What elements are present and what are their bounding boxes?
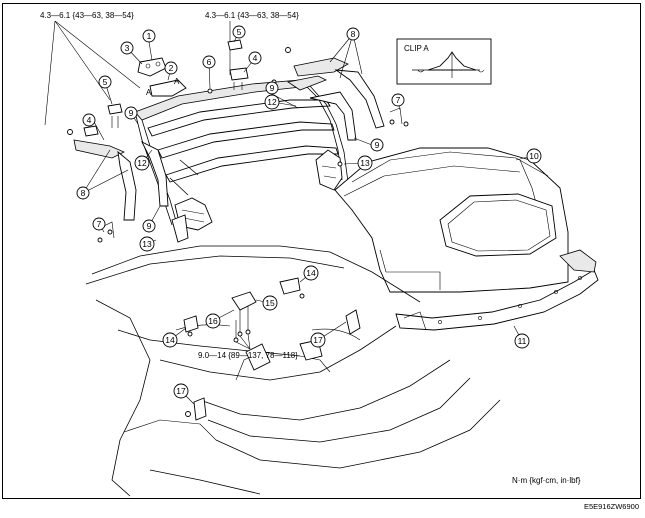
callout-8a: 8: [76, 186, 90, 200]
callout-5a: 5: [98, 75, 112, 89]
callout-13a: 13: [357, 155, 373, 171]
svg-text:5: 5: [103, 77, 108, 87]
strikers: [185, 309, 361, 421]
callout-9a: 9: [265, 81, 279, 95]
svg-text:2: 2: [169, 63, 174, 73]
callout-8b: 8: [346, 27, 360, 41]
clip-a-label: CLIP A: [404, 44, 429, 53]
svg-text:7: 7: [396, 95, 401, 105]
callout-9c: 9: [370, 138, 384, 152]
callout-12a: 12: [264, 94, 280, 110]
weatherstrip-retainers: [73, 57, 385, 221]
svg-text:9: 9: [147, 221, 152, 231]
clip-a-inset: CLIP A: [396, 38, 492, 85]
svg-text:14: 14: [306, 268, 316, 278]
callout-2: 2: [164, 61, 178, 75]
torque-leader-lines: [44, 20, 231, 126]
callout-7a: 7: [391, 93, 405, 107]
callout-5b: 5: [232, 25, 246, 39]
svg-text:6: 6: [207, 57, 212, 67]
svg-text:14: 14: [165, 335, 175, 345]
callout-17b: 17: [173, 383, 189, 399]
callout-4b: 4: [248, 51, 262, 65]
figure-frame: [2, 3, 641, 499]
svg-text:17: 17: [313, 335, 323, 345]
callout-14b: 14: [162, 332, 178, 348]
callout-4a: 4: [82, 113, 96, 127]
callout-6: 6: [202, 55, 216, 69]
callout-10: 10: [526, 148, 542, 164]
svg-text:8: 8: [351, 29, 356, 39]
callout-1: 1: [142, 29, 156, 43]
units-note: N·m {kgf·cm, in·lbf}: [512, 476, 581, 485]
svg-text:10: 10: [529, 151, 539, 161]
callout-3: 3: [120, 41, 134, 55]
torque-spec-top-left: 4.3—6.1 {43—63, 38—54}: [40, 11, 134, 20]
svg-text:12: 12: [267, 97, 277, 107]
front-latch-parts: [83, 39, 249, 137]
callout-17a: 17: [310, 332, 326, 348]
callout-12b: 12: [134, 155, 150, 171]
svg-text:13: 13: [142, 239, 152, 249]
svg-text:11: 11: [518, 336, 527, 346]
top-cover: [334, 147, 569, 293]
torque-spec-top-center: 4.3—6.1 {43—63, 38—54}: [205, 11, 299, 20]
torque-spec-bottom: 9.0—14 {89—137, 78—118}: [198, 351, 298, 360]
svg-text:15: 15: [265, 298, 275, 308]
callout-9b: 9: [124, 106, 138, 120]
callout-15: 15: [262, 295, 278, 311]
rear-rail: [395, 249, 599, 331]
figure-code: E5E916ZW6900: [583, 502, 639, 511]
svg-text:3: 3: [125, 43, 130, 53]
svg-text:17: 17: [176, 386, 186, 396]
svg-text:9: 9: [270, 83, 275, 93]
top-frame-assembly: [134, 79, 349, 243]
svg-text:5: 5: [237, 27, 242, 37]
svg-text:7: 7: [97, 219, 102, 229]
svg-text:9: 9: [129, 108, 134, 118]
svg-text:4: 4: [253, 53, 258, 63]
svg-text:1: 1: [147, 31, 152, 41]
svg-text:4: 4: [87, 115, 92, 125]
svg-text:16: 16: [208, 316, 218, 326]
callout-9d: 9: [142, 219, 156, 233]
hinge-brackets: [183, 277, 305, 343]
svg-text:9: 9: [375, 140, 380, 150]
svg-text:8: 8: [81, 188, 86, 198]
svg-text:12: 12: [137, 158, 147, 168]
callouts: 1 2 3 4 4 5 5 6 7 7 8 8 9 9 9 9 10 11 12…: [76, 25, 542, 399]
callout-14a: 14: [303, 265, 319, 281]
point-a-label-left: A: [146, 88, 152, 97]
callout-7b: 7: [92, 217, 106, 231]
callout-16: 16: [205, 313, 221, 329]
callout-13b: 13: [139, 236, 155, 252]
svg-text:13: 13: [360, 158, 370, 168]
point-a-label-right: A: [174, 77, 180, 86]
callout-11: 11: [514, 333, 530, 349]
